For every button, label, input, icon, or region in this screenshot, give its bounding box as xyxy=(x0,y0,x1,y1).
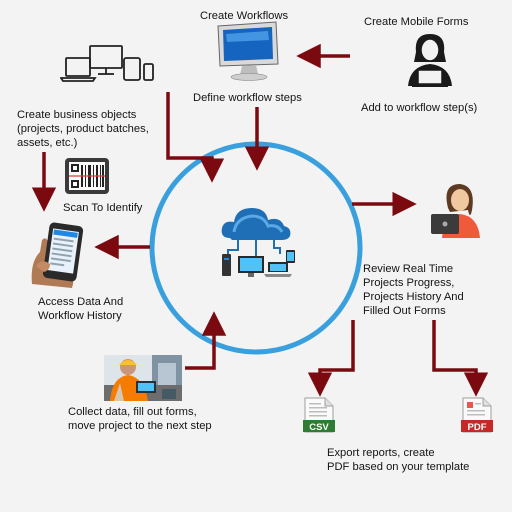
hand-phone-icon xyxy=(31,222,84,288)
worker-photo-icon xyxy=(104,355,182,401)
export-reports-label: Export reports, create PDF based on your… xyxy=(327,447,470,473)
arrow-collect-to-circle xyxy=(185,311,227,370)
access-data-label: Access Data And Workflow History xyxy=(38,296,124,322)
arrow-devices-to-circle xyxy=(166,92,225,183)
csv-badge-label: CSV xyxy=(309,422,329,433)
create-workflows-label: Create Workflows xyxy=(200,10,289,22)
arrow-review-to-pdf xyxy=(432,320,489,397)
monitor-icon xyxy=(217,21,279,81)
define-workflow-steps-label: Define workflow steps xyxy=(193,92,302,104)
pdf-badge-label: PDF xyxy=(467,422,487,433)
pdf-file-icon xyxy=(461,397,493,433)
woman-laptop-icon xyxy=(408,34,452,87)
devices-icon xyxy=(60,45,154,82)
arrow-review-to-csv xyxy=(307,320,355,397)
qr-scan-icon xyxy=(65,158,109,194)
csv-file-icon xyxy=(303,397,335,433)
woman-computer-icon xyxy=(431,184,480,238)
add-to-workflow-steps-label: Add to workflow step(s) xyxy=(361,102,478,114)
cloud-network-icon xyxy=(221,208,295,277)
review-label: Review Real Time Projects Progress, Proj… xyxy=(363,263,464,317)
collect-data-label: Collect data, fill out forms, move proje… xyxy=(68,406,212,432)
create-business-objects-label: Create business objects (projects, produ… xyxy=(17,109,149,149)
scan-to-identify-label: Scan To Identify xyxy=(63,202,143,214)
create-mobile-forms-label: Create Mobile Forms xyxy=(364,16,469,28)
